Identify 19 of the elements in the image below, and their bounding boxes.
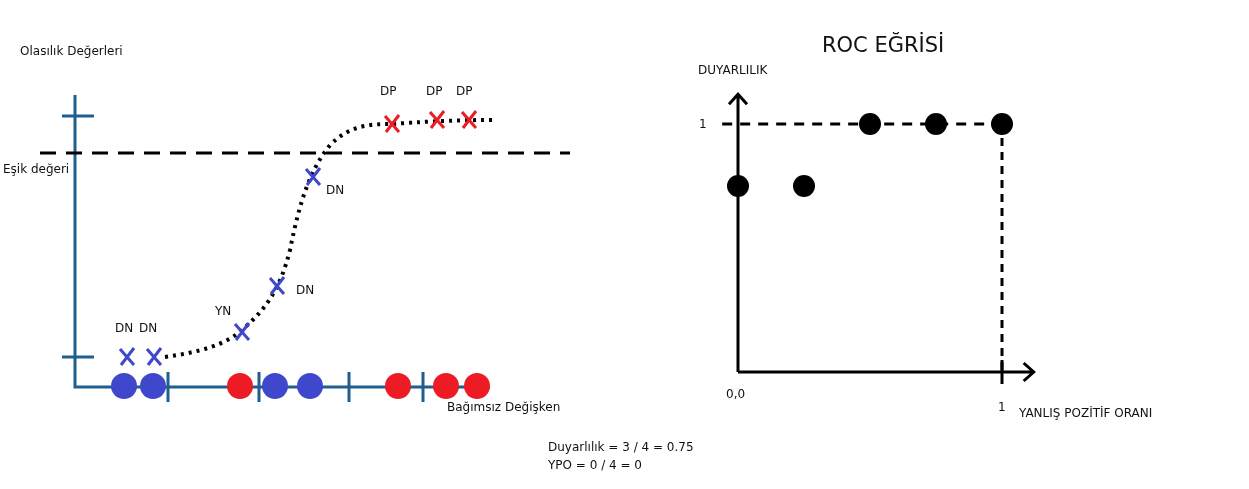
text-label: YPO = 0 / 4 = 0 [548,458,642,473]
text-label: DP [456,84,473,99]
text-label: DP [380,84,397,99]
text-label: 1 [998,400,1006,415]
text-label: DN [139,321,158,336]
text-label: ROC EĞRİSİ [822,33,945,59]
text-label: YANLIŞ POZİTİF ORANI [1019,406,1153,421]
text-label: Olasılık Değerleri [20,44,123,59]
text-label: DUYARLILIK [698,63,768,78]
text-label: Bağımsız Değişken [447,400,561,415]
text-label: DP [426,84,443,99]
text-label: DN [326,183,345,198]
text-label: 0,0 [726,387,746,402]
text-label: DN [115,321,134,336]
text-label: 1 [699,117,707,132]
text-label: DN [296,283,315,298]
text-label: Eşik değeri [3,162,70,177]
text-label: Duyarlılık = 3 / 4 = 0.75 [548,440,694,455]
text-label: YN [215,304,232,319]
